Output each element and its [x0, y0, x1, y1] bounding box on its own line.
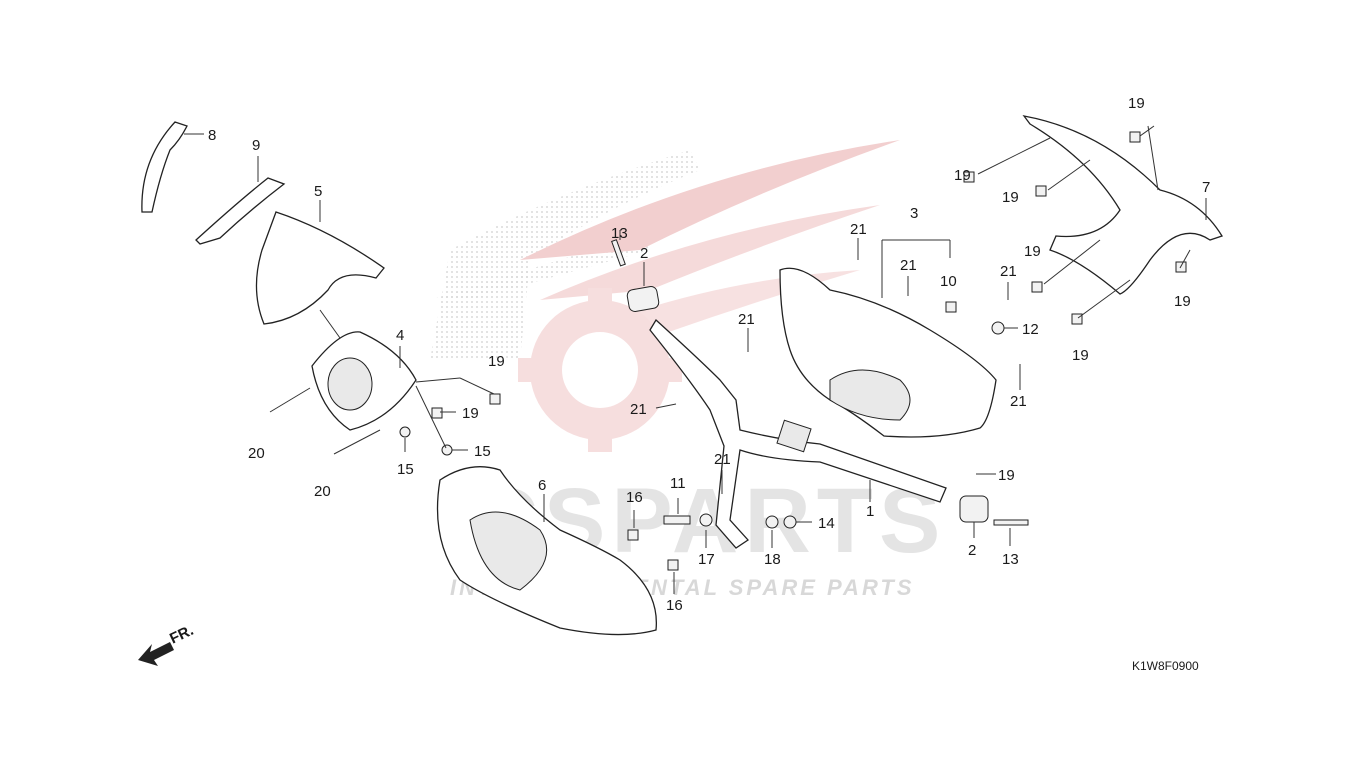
- callout-21h: 19: [998, 467, 1015, 484]
- callout-19a: 19: [488, 353, 505, 370]
- callout-4: 4: [396, 327, 404, 344]
- part-3-rear-cover: [779, 239, 997, 438]
- callout-21a: 21: [630, 401, 647, 418]
- callout-9: 9: [252, 137, 260, 154]
- part-7-cowl: [1022, 115, 1223, 295]
- leader-lines: [269, 125, 1191, 594]
- callout-16a: 16: [626, 489, 643, 506]
- part-1-handlebar: [649, 318, 947, 549]
- direction-label: FR.: [167, 622, 196, 648]
- callout-7: 7: [1202, 179, 1210, 196]
- callout-6: 6: [538, 477, 546, 494]
- callout-labels: 8 9 5 4 20 20 15 15 19 19 19 13 2 21 11 …: [208, 95, 1210, 614]
- callout-13b: 13: [1002, 551, 1019, 568]
- callout-19c: 19: [1072, 347, 1089, 364]
- callout-21e: 21: [738, 311, 755, 328]
- callout-8: 8: [208, 127, 216, 144]
- callout-3: 3: [910, 205, 918, 222]
- callout-16b: 16: [666, 597, 683, 614]
- part-5-cover: [255, 200, 385, 339]
- callout-17: 17: [698, 551, 715, 568]
- callout-21g: 21: [1010, 393, 1027, 410]
- part-4-inner: [311, 331, 417, 431]
- callout-14: 14: [818, 515, 835, 532]
- part-8-trim: [141, 121, 204, 213]
- part-2-grip-left: [626, 262, 660, 312]
- callout-13a: 13: [611, 225, 628, 242]
- callout-20b: 20: [314, 483, 331, 500]
- callout-5: 5: [314, 183, 322, 200]
- callout-19g: 19: [1024, 243, 1041, 260]
- callout-21f: 21: [1000, 263, 1017, 280]
- callout-15a: 15: [397, 461, 414, 478]
- callout-11: 11: [670, 475, 686, 492]
- callout-19d: 19: [1128, 95, 1145, 112]
- callout-2a: 2: [640, 245, 648, 262]
- callout-19f: 19: [1002, 189, 1019, 206]
- diagram-code: K1W8F0900: [1132, 659, 1199, 673]
- callout-18: 18: [764, 551, 781, 568]
- part-6-front-cover: [436, 466, 658, 636]
- callout-19e: 19: [954, 167, 971, 184]
- callout-19h: 19: [1174, 293, 1191, 310]
- part-9-strip: [195, 156, 286, 245]
- callout-21d: 21: [900, 257, 917, 274]
- callout-19b: 19: [462, 405, 479, 422]
- callout-20a: 20: [248, 445, 265, 462]
- callout-2b: 2: [968, 542, 976, 559]
- callout-12: 12: [1022, 321, 1039, 338]
- part-2-grip-right: [959, 495, 989, 538]
- callout-15b: 15: [474, 443, 491, 460]
- callout-1: 1: [866, 503, 874, 520]
- callout-21c: 21: [850, 221, 867, 238]
- callout-10: 10: [940, 273, 957, 290]
- callout-21b: 21: [714, 451, 731, 468]
- hardware: [399, 131, 1187, 571]
- front-direction-arrow: FR.: [138, 622, 196, 666]
- watermark-logo: [430, 140, 900, 452]
